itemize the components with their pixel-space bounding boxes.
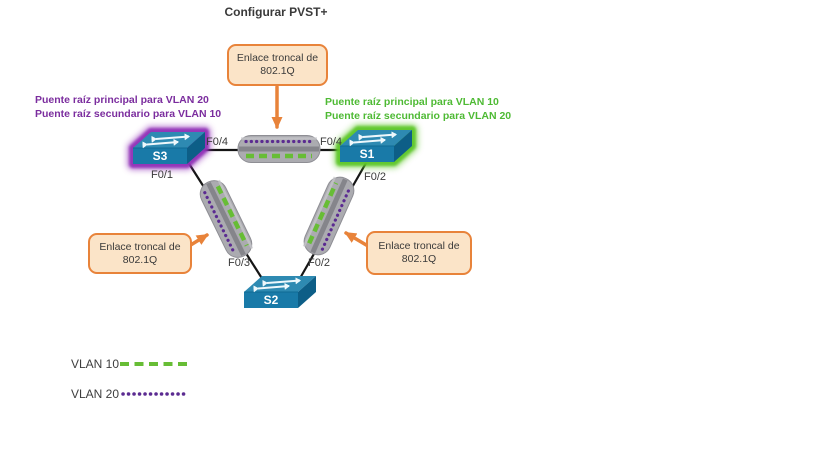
s1-role-annotation: Puente raíz principal para VLAN 10 Puent…: [325, 96, 512, 122]
port-label-s1-f04: F0/4: [320, 136, 343, 148]
switch-label-s3: S3: [152, 149, 168, 163]
legend-vlan20-label: VLAN 20: [71, 387, 120, 401]
callout-trunk-right: Enlace troncal de 802.1Q: [366, 231, 472, 275]
callout-trunk-top-text: Enlace troncal de 802.1Q: [236, 52, 319, 77]
port-label-s3-f01: F0/1: [151, 169, 174, 181]
vlan20-dotted-stripe: [320, 187, 351, 251]
trunk-pill-left: [194, 174, 258, 264]
callout-trunk-top: Enlace troncal de 802.1Q: [227, 44, 328, 86]
callout-trunk-right-text: Enlace troncal de 802.1Q: [378, 240, 460, 265]
s3-role-annotation: Puente raíz principal para VLAN 20 Puent…: [35, 94, 222, 120]
figure-title: Configurar PVST+: [224, 5, 328, 19]
legend-vlan10-label: VLAN 10: [71, 357, 120, 371]
vlan10-dashed-stripe: [215, 185, 249, 247]
port-label-s3-f04: F0/4: [206, 136, 229, 148]
port-label-s2-f02: F0/2: [308, 257, 331, 269]
callout-trunk-left: Enlace troncal de 802.1Q: [88, 233, 192, 274]
switch-label-s2: S2: [263, 293, 279, 307]
trunk-pill-right: [298, 171, 360, 261]
vlan20-dotted-stripe: [203, 191, 236, 254]
callout-trunk-left-text: Enlace troncal de 802.1Q: [99, 240, 181, 266]
vlan10-dashed-stripe: [307, 182, 339, 245]
trunk-pill-top: [236, 134, 322, 164]
port-label-s2-f03: F0/3: [228, 257, 251, 269]
port-label-s1-f02: F0/2: [364, 171, 387, 183]
switch-label-s1: S1: [359, 147, 375, 161]
